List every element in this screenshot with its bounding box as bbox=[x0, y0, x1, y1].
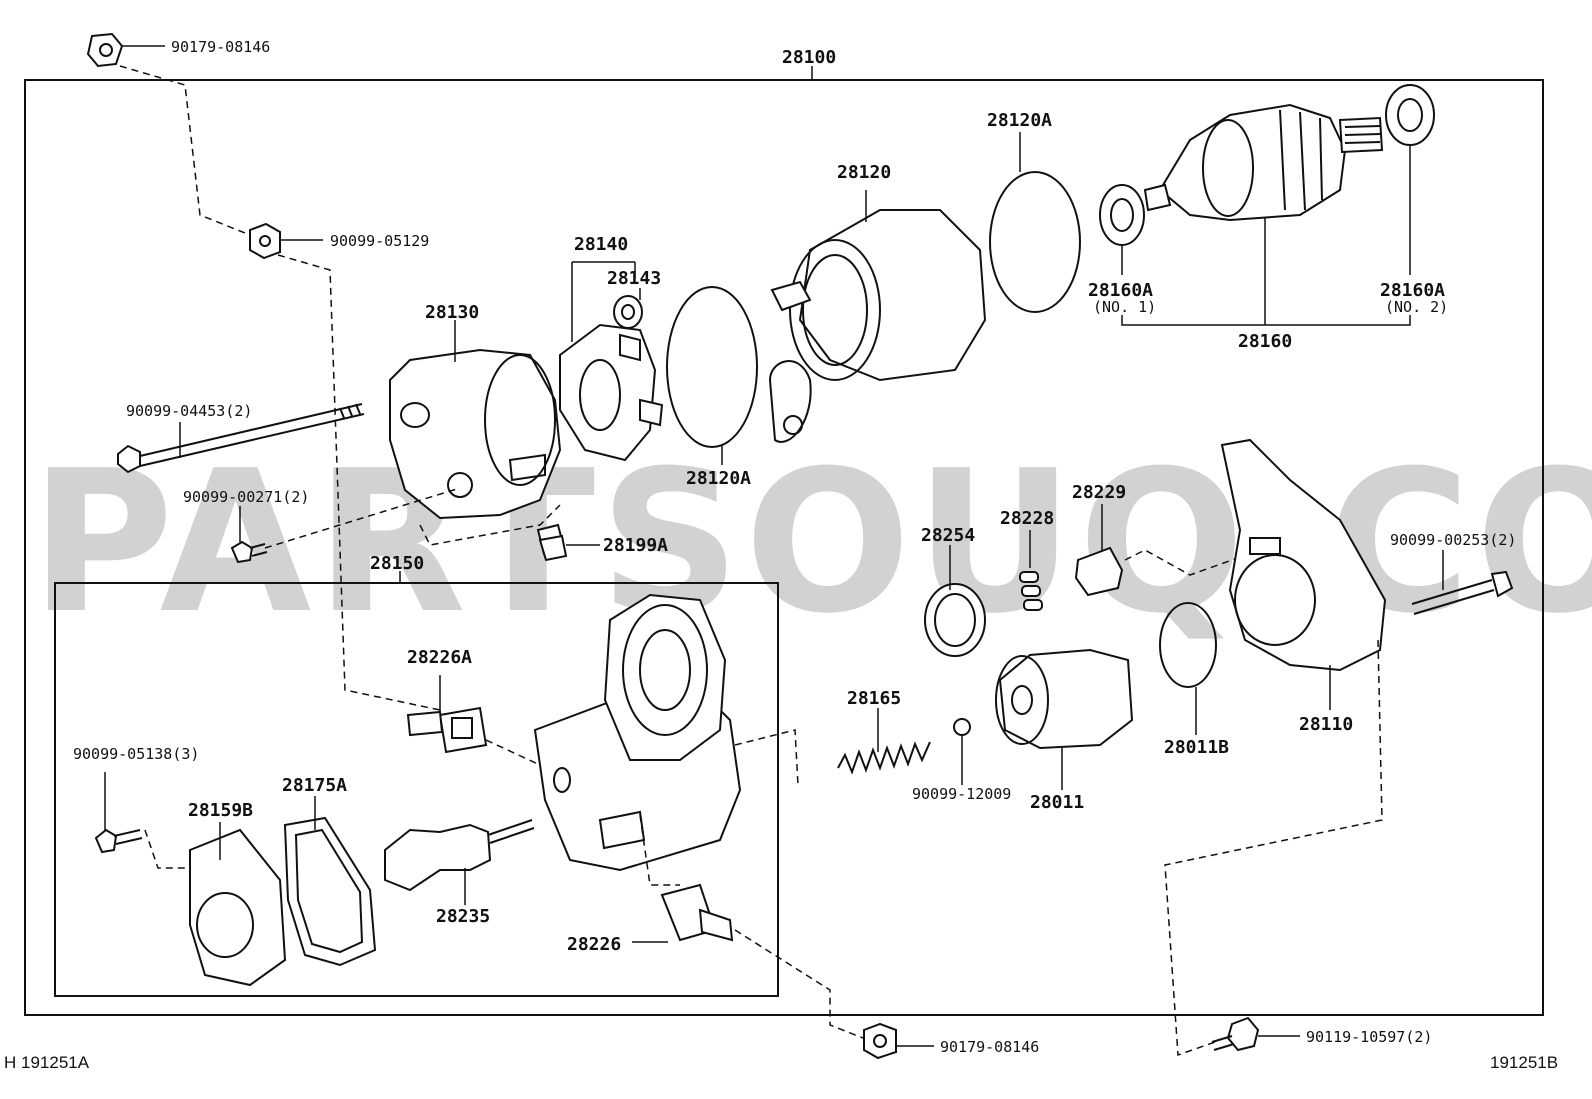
nut-90099-05129[interactable] bbox=[249, 222, 323, 260]
part-28228-rollers[interactable] bbox=[1019, 530, 1043, 611]
label-28120: 28120 bbox=[837, 162, 891, 183]
label-28229: 28229 bbox=[1072, 482, 1126, 503]
label-28143: 28143 bbox=[607, 268, 661, 289]
label-28175A: 28175A bbox=[282, 775, 347, 796]
label-28100: 28100 bbox=[782, 47, 836, 68]
part-28120A-oring-lower[interactable] bbox=[666, 286, 758, 448]
label-28120A-top: 28120A bbox=[987, 110, 1052, 131]
part-28130-housing[interactable] bbox=[389, 320, 562, 520]
label-28254: 28254 bbox=[921, 525, 975, 546]
part-28143-brush-spring[interactable] bbox=[613, 288, 643, 329]
part-28011-clutch[interactable] bbox=[995, 648, 1134, 790]
label-90099-00253: 90099-00253(2) bbox=[1390, 531, 1516, 549]
part-28011B-oring[interactable] bbox=[1159, 602, 1217, 688]
part-28159B-cover[interactable] bbox=[189, 822, 287, 987]
label-90099-00271: 90099-00271(2) bbox=[183, 488, 309, 506]
part-28140-brush-holder[interactable] bbox=[559, 261, 664, 462]
part-28229-retainer[interactable] bbox=[1074, 504, 1124, 597]
label-28120A-bottom: 28120A bbox=[686, 468, 751, 489]
part-28160A-bearing-no2[interactable] bbox=[1385, 84, 1435, 275]
label-90119-10597: 90119-10597(2) bbox=[1306, 1028, 1432, 1046]
part-28254-idler-gear[interactable] bbox=[924, 545, 986, 657]
label-28235: 28235 bbox=[436, 906, 490, 927]
part-28120A-oring-upper[interactable] bbox=[989, 171, 1081, 313]
label-28226: 28226 bbox=[567, 934, 621, 955]
label-90099-05138: 90099-05138(3) bbox=[73, 745, 199, 763]
label-90179-08146-bottom: 90179-08146 bbox=[940, 1038, 1039, 1056]
part-28120-yoke[interactable] bbox=[768, 190, 987, 443]
bolt-90099-04453[interactable] bbox=[117, 403, 365, 474]
label-28159B: 28159B bbox=[188, 800, 253, 821]
screw-90099-05138[interactable] bbox=[94, 772, 143, 854]
label-28199A: 28199A bbox=[603, 535, 668, 556]
diagram-code-left: H 191251A bbox=[4, 1053, 90, 1072]
label-90099-12009: 90099-12009 bbox=[912, 785, 1011, 803]
part-28175A-gasket[interactable] bbox=[283, 796, 377, 967]
label-28110: 28110 bbox=[1299, 714, 1353, 735]
label-28130: 28130 bbox=[425, 302, 479, 323]
label-28140: 28140 bbox=[574, 234, 628, 255]
label-28165: 28165 bbox=[847, 688, 901, 709]
label-90179-08146-top: 90179-08146 bbox=[171, 38, 270, 56]
part-28226-terminal[interactable] bbox=[632, 883, 734, 943]
part-28226A-terminal[interactable] bbox=[406, 675, 488, 754]
label-28160A-no2-sub: (NO. 2) bbox=[1385, 298, 1448, 316]
label-28160A-no1: 28160A bbox=[1088, 280, 1153, 301]
part-28150-switch-housing[interactable] bbox=[533, 593, 742, 872]
assembly-28100-box bbox=[24, 79, 1544, 1016]
screw-90099-00271[interactable] bbox=[230, 506, 268, 564]
label-28226A: 28226A bbox=[407, 647, 472, 668]
nut-90179-08146-bottom[interactable] bbox=[863, 1022, 934, 1060]
label-28160A-no1-sub: (NO. 1) bbox=[1093, 298, 1156, 316]
ball-90099-12009[interactable] bbox=[953, 718, 971, 785]
bolt-90119-10597[interactable] bbox=[1211, 1016, 1300, 1052]
label-28011B: 28011B bbox=[1164, 737, 1229, 758]
part-28199A[interactable] bbox=[536, 523, 600, 562]
label-28160A-no2: 28160A bbox=[1380, 280, 1445, 301]
label-28228: 28228 bbox=[1000, 508, 1054, 529]
subassembly-28150-box bbox=[54, 582, 779, 997]
bolt-90099-00253[interactable] bbox=[1411, 550, 1514, 615]
part-28160A-bearing-no1[interactable] bbox=[1099, 184, 1145, 275]
diagram-code-right: 191251B bbox=[1490, 1053, 1558, 1072]
part-28160-armature[interactable] bbox=[1143, 103, 1384, 325]
part-28165-spring[interactable] bbox=[837, 708, 931, 775]
label-28150: 28150 bbox=[370, 553, 424, 574]
part-28235-plunger[interactable] bbox=[384, 819, 535, 905]
label-90099-04453: 90099-04453(2) bbox=[126, 402, 252, 420]
label-28160: 28160 bbox=[1238, 331, 1292, 352]
label-28011: 28011 bbox=[1030, 792, 1084, 813]
part-28110-front-housing[interactable] bbox=[1220, 438, 1387, 710]
label-90099-05129: 90099-05129 bbox=[330, 232, 429, 250]
nut-90179-08146-top[interactable] bbox=[86, 32, 165, 68]
